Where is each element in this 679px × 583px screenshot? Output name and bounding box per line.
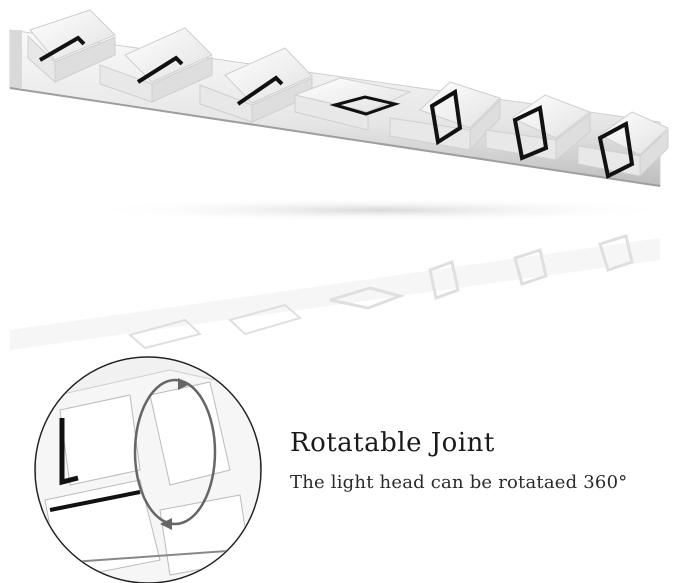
light-head-1 — [27, 9, 116, 84]
rotation-arrow-icon — [133, 378, 217, 526]
light-head-5 — [389, 81, 501, 152]
bar-end-cap — [10, 30, 22, 88]
feature-caption: Rotatable Joint The light head can be ro… — [290, 428, 627, 493]
light-head-2 — [99, 27, 213, 103]
reflection — [10, 234, 660, 350]
light-head-7 — [577, 111, 669, 179]
light-head-6 — [485, 94, 592, 162]
light-head-3 — [199, 47, 313, 123]
rotation-detail-circle — [34, 356, 262, 583]
bar-shadow — [80, 198, 679, 222]
feature-title: Rotatable Joint — [290, 428, 495, 458]
feature-description: The light head can be rotataed 360° — [290, 472, 628, 493]
light-head-4 — [293, 77, 412, 131]
